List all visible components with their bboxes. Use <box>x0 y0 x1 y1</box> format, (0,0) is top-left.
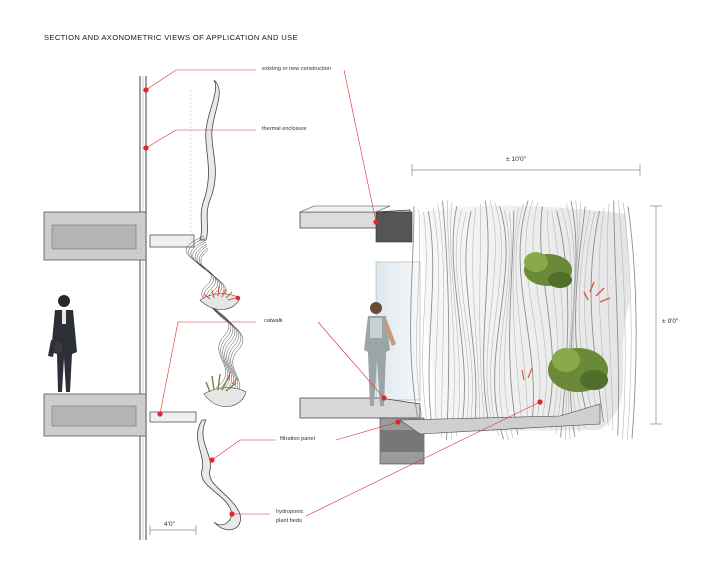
lower-skin <box>197 419 241 531</box>
fin-strip <box>427 211 434 430</box>
fin-strip <box>452 206 465 433</box>
plant-bed-lower-section <box>203 371 247 407</box>
fin-strip <box>571 200 580 433</box>
fin-strip <box>525 200 541 421</box>
thermal-enclosure-skin <box>190 79 220 241</box>
fin-strip <box>450 202 460 437</box>
fin-strip <box>561 207 573 440</box>
fin-strip <box>486 200 496 432</box>
fin-field-shade <box>420 205 630 432</box>
axon-upper-slab <box>299 205 413 243</box>
page-title: SECTION AND AXONOMETRIC VIEWS OF APPLICA… <box>44 33 298 42</box>
axon-floor-slab <box>299 397 425 465</box>
fin-strip <box>512 207 523 430</box>
dot-filtration-section <box>209 457 215 463</box>
fin-strip <box>532 202 547 421</box>
fin-strip <box>540 206 554 425</box>
label-thermal-enclosure: thermal enclosure <box>262 126 307 132</box>
dot-hydroponic-axon <box>537 399 543 405</box>
leader-catwalk-axon <box>317 321 385 399</box>
fin-strip <box>422 211 428 425</box>
dot-upper-plant <box>235 295 241 301</box>
fin-strip <box>606 203 614 431</box>
fin-strip <box>455 209 470 428</box>
axon-height-dimension <box>650 205 662 425</box>
fin-strip <box>410 205 419 421</box>
axon-catwalk-base <box>399 403 601 435</box>
axonometric-view <box>299 164 662 465</box>
leader-hydroponic-axon <box>305 401 541 517</box>
fin-strip <box>622 202 632 441</box>
label-catwalk: catwalk <box>264 318 283 324</box>
fin-strip <box>546 210 559 429</box>
fin-strip <box>515 203 528 426</box>
dim-axon-height: ± 9'0" <box>662 318 679 325</box>
fin-strip <box>494 206 507 440</box>
callout-dots <box>143 87 543 517</box>
dot-thermal <box>143 145 149 151</box>
fin-strip <box>613 200 619 436</box>
fin-strip <box>575 206 590 424</box>
fin-strip <box>556 210 569 438</box>
axon-plants-lower <box>521 348 608 392</box>
dot-existing-section <box>143 87 149 93</box>
fin-strip <box>479 203 485 423</box>
dim-axon-width: ± 10'0" <box>506 156 527 163</box>
axon-fin-field <box>410 200 637 441</box>
leader-filtration-section <box>211 439 276 461</box>
axon-width-dimension <box>411 164 641 176</box>
fin-strip <box>460 211 473 423</box>
label-plant-beds: plant beds <box>276 518 302 524</box>
person-figure-section <box>48 295 77 392</box>
fin-strip <box>490 202 502 437</box>
fin-strip <box>598 207 609 426</box>
fin-strip <box>519 200 534 422</box>
dot-filtration-axon <box>395 419 401 425</box>
dot-catwalk-section <box>157 411 163 417</box>
fin-strip <box>499 209 510 441</box>
fin-strip <box>590 210 604 423</box>
dim-section-depth: 4'0" <box>164 521 175 528</box>
fin-strip <box>432 207 439 435</box>
fin-strip <box>551 211 564 434</box>
leader-thermal-enclosure <box>145 129 256 149</box>
axon-plants-upper <box>524 252 611 303</box>
fin-strip <box>416 209 424 422</box>
catwalk-wave-bundle <box>185 235 244 403</box>
fin-strip <box>483 200 490 427</box>
section-depth-dimension <box>149 525 197 535</box>
callout-leaders <box>145 69 541 517</box>
leader-filtration-axon <box>335 421 399 441</box>
leader-existing-construction <box>145 69 256 91</box>
fin-strip <box>504 211 514 439</box>
fin-strip <box>472 207 481 421</box>
dot-existing-axon <box>373 219 379 225</box>
leader-catwalk-section <box>159 321 256 415</box>
dot-hydroponic-section <box>229 511 235 517</box>
fin-strip <box>572 202 585 428</box>
fin-strip <box>442 200 450 440</box>
fin-strip <box>437 203 445 439</box>
plant-bed-upper-section <box>199 285 241 310</box>
fin-strip <box>446 200 455 440</box>
fin-strip <box>618 200 626 439</box>
fin-strip <box>627 206 637 439</box>
label-hydroponic: hydroponic <box>276 509 304 515</box>
fin-strip <box>465 211 477 421</box>
label-filtration-panel: filtration panel <box>280 436 315 442</box>
upper-floor-slab <box>43 211 195 261</box>
section-view <box>43 76 247 540</box>
label-existing-construction: existing or new construction <box>262 66 332 72</box>
person-figure-axon <box>364 302 396 406</box>
fin-strip <box>584 211 600 421</box>
dot-catwalk-axon <box>381 395 387 401</box>
fin-strip <box>578 210 595 421</box>
lower-floor-slab <box>43 393 197 437</box>
leader-existing-construction-axon <box>343 69 377 223</box>
fin-strip <box>509 211 519 435</box>
